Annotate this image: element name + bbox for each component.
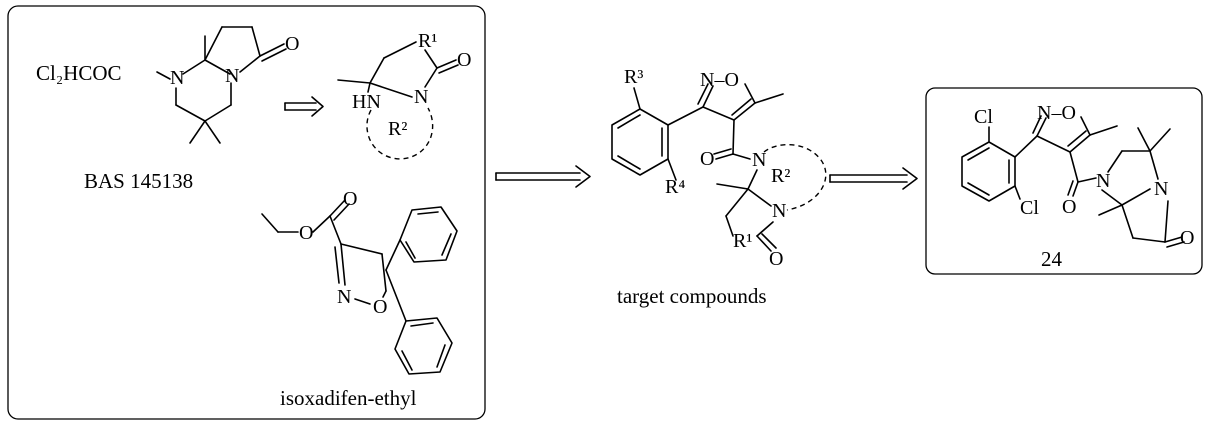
bas-substituent-label: Cl₂HCOC xyxy=(36,61,122,85)
frag-r1: R¹ xyxy=(418,30,437,52)
target-r3: R³ xyxy=(624,66,643,88)
target-compounds-label: target compounds xyxy=(617,284,767,308)
target-r1: R¹ xyxy=(733,230,752,252)
frag-hn: HN xyxy=(352,91,381,113)
frag-n: N xyxy=(414,86,428,108)
target-r2: R² xyxy=(771,165,790,187)
compound-24-label: 24 xyxy=(1041,247,1063,271)
c24-amide-o: O xyxy=(1062,196,1076,218)
bas-145138-structure: Cl₂HCOC N N O BAS 145138 xyxy=(36,26,299,193)
left-panel-frame xyxy=(7,5,486,420)
bas-n2-atom: N xyxy=(225,65,239,87)
frag-r2: R² xyxy=(388,118,407,140)
target-isox-no: N–O xyxy=(700,69,739,91)
c24-cl-bottom: Cl xyxy=(1020,197,1039,219)
bas-carbonyl-o: O xyxy=(285,33,299,55)
target-carbonyl-o: O xyxy=(769,248,783,270)
frag-o: O xyxy=(457,49,471,71)
retro-arrow-to-24 xyxy=(829,167,918,190)
bas-n1-atom: N xyxy=(170,67,184,89)
target-ring-n: N xyxy=(772,200,786,222)
isoxadifen-label: isoxadifen-ethyl xyxy=(280,386,417,410)
target-r4: R⁴ xyxy=(665,176,685,198)
isoxadifen-ethyl-structure: O O N O isoxadifen-ethyl xyxy=(261,188,458,410)
c24-cl-top: Cl xyxy=(974,106,993,128)
left-retro-arrow xyxy=(284,96,324,117)
target-compound-structure: R³ R⁴ N–O O N N R¹ O xyxy=(611,66,827,308)
iso-ring-n: N xyxy=(337,286,351,308)
target-amide-o: O xyxy=(700,148,714,170)
iso-ester-o: O xyxy=(299,222,313,244)
iso-ring-o: O xyxy=(373,296,387,318)
target-amide-n: N xyxy=(752,149,766,171)
retro-arrow-to-target xyxy=(495,165,591,188)
bas-label: BAS 145138 xyxy=(84,169,193,193)
c24-n1: N xyxy=(1096,170,1110,192)
right-panel-frame xyxy=(925,87,1203,275)
compound-24-structure: Cl Cl N–O O N N xyxy=(961,102,1194,271)
c24-n2: N xyxy=(1154,178,1168,200)
iso-carbonyl-o: O xyxy=(343,188,357,210)
c24-carbonyl-o: O xyxy=(1180,227,1194,249)
c24-isox-no: N–O xyxy=(1037,102,1076,124)
imidazolidinone-fragment: R¹ O N HN R² xyxy=(337,30,471,160)
